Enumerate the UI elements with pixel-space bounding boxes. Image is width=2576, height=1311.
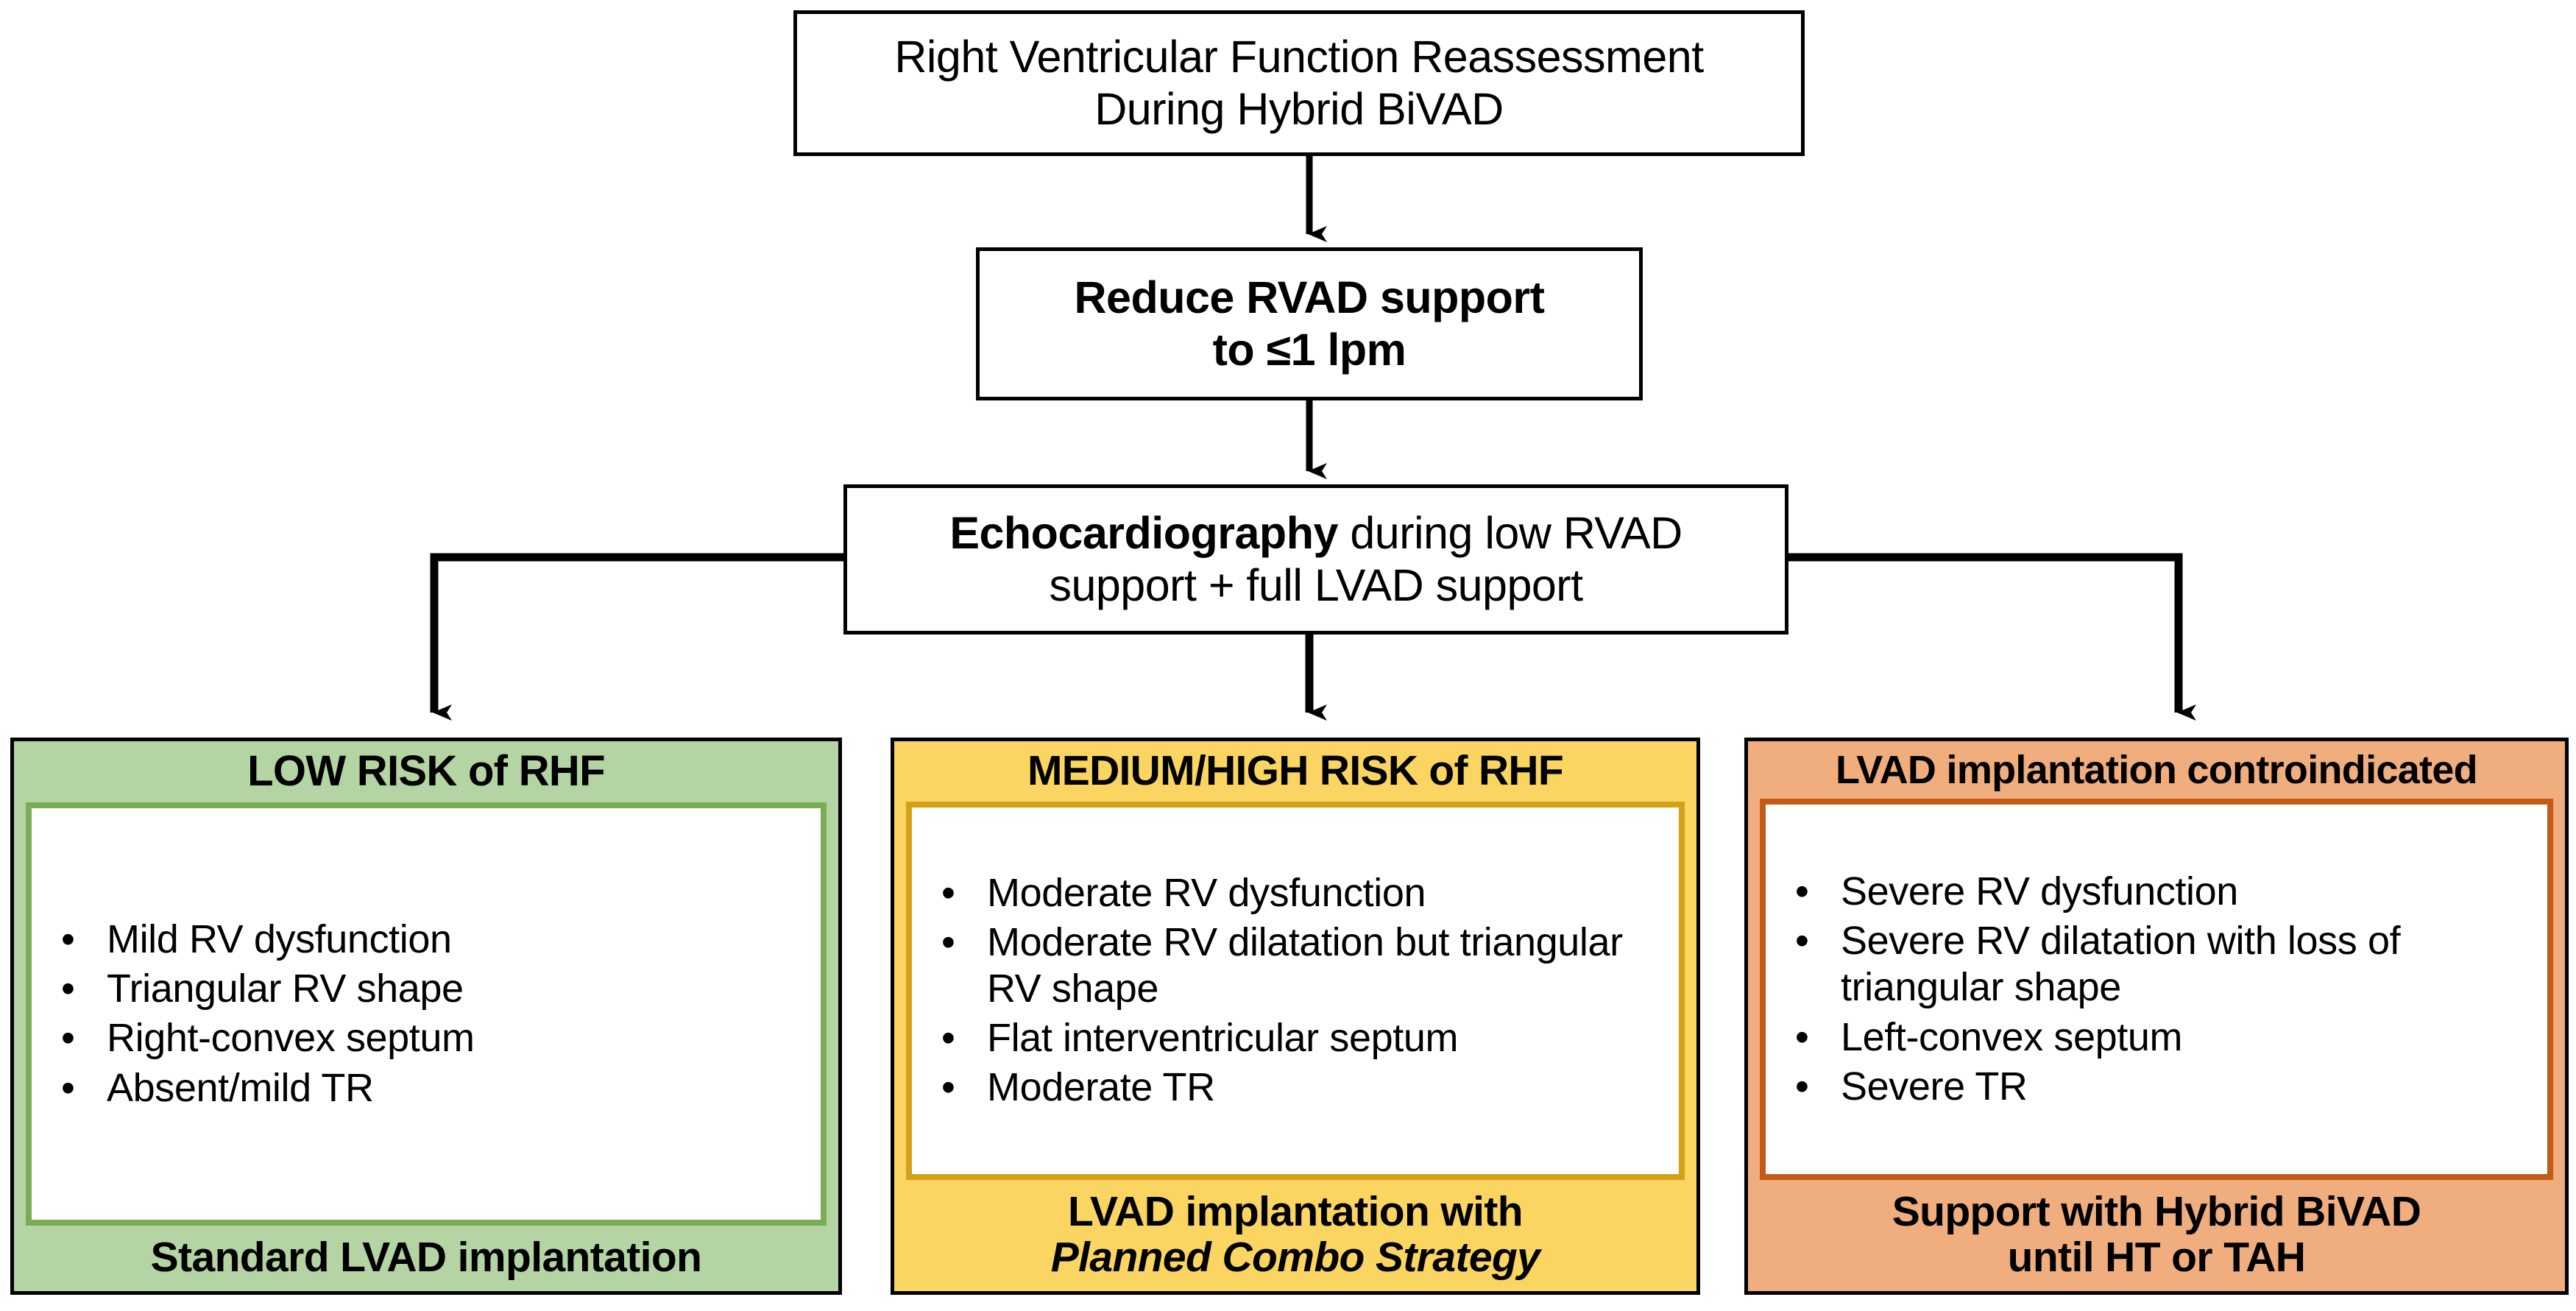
node-reduce-rvad-line2: to ≤1 lpm [1212, 325, 1406, 375]
outcome-medium-high-risk-footer-italic: Planned Combo Strategy [1050, 1234, 1540, 1282]
bullet-icon: • [1795, 1014, 1809, 1059]
criterion-text: Mild RV dysfunction [107, 917, 452, 962]
list-item: • Mild RV dysfunction [39, 916, 813, 963]
node-echocardiography-emphasis: Echocardiography [949, 508, 1338, 559]
list-item: • Flat interventricular septum [919, 1015, 1671, 1061]
outcome-medium-high-risk-title: MEDIUM/HIGH RISK of RHF [1027, 747, 1564, 794]
node-rv-reassessment-line1: Right Ventricular Function Reassessment [894, 32, 1704, 82]
bullet-icon: • [61, 1016, 75, 1061]
node-reduce-rvad-support-text: Reduce RVAD support to ≤1 lpm [1061, 272, 1558, 376]
node-reduce-rvad-line1: Reduce RVAD support [1074, 272, 1545, 323]
list-item: • Triangular RV shape [39, 966, 813, 1012]
criterion-text: Moderate RV dilatation but triangular RV… [987, 919, 1623, 1011]
list-item: • Severe TR [1773, 1064, 2540, 1110]
node-reduce-rvad-support[interactable]: Reduce RVAD support to ≤1 lpm [976, 247, 1643, 400]
bullet-icon: • [941, 870, 955, 915]
criterion-text: Triangular RV shape [107, 967, 464, 1011]
criterion-text: Severe RV dysfunction [1841, 869, 2238, 914]
list-item: • Right-convex septum [39, 1015, 813, 1061]
list-item: • Left-convex septum [1773, 1014, 2540, 1061]
bullet-icon: • [1795, 919, 1809, 964]
list-item: • Absent/mild TR [39, 1065, 813, 1112]
outcome-low-risk[interactable]: LOW RISK of RHF • Mild RV dysfunction • … [10, 738, 842, 1295]
node-echocardiography-text: Echocardiography during low RVAD support… [936, 507, 1695, 612]
outcome-contraindicated[interactable]: LVAD implantation controindicated • Seve… [1744, 738, 2569, 1295]
bullet-icon: • [61, 967, 75, 1011]
criterion-text: Right-convex septum [107, 1016, 475, 1061]
criterion-text: Moderate TR [987, 1065, 1215, 1110]
criterion-text: Flat interventricular septum [987, 1016, 1459, 1061]
node-rv-reassessment[interactable]: Right Ventricular Function Reassessment … [793, 10, 1805, 156]
list-item: • Moderate RV dysfunction [919, 870, 1671, 916]
node-rv-reassessment-text: Right Ventricular Function Reassessment … [881, 31, 1716, 135]
list-item: • Severe RV dysfunction [1773, 869, 2540, 915]
node-echocardiography-line2: support + full LVAD support [1049, 560, 1583, 610]
outcome-medium-high-risk-criteria-list: • Moderate RV dysfunction • Moderate RV … [919, 870, 1671, 1112]
node-echocardiography-line1-rest: during low RVAD [1337, 508, 1682, 559]
criterion-text: Severe TR [1841, 1064, 2028, 1109]
outcome-low-risk-criteria-panel: • Mild RV dysfunction • Triangular RV sh… [26, 802, 827, 1226]
outcome-low-risk-criteria-list: • Mild RV dysfunction • Triangular RV sh… [39, 916, 813, 1112]
outcome-contraindicated-footer: Support with Hybrid BiVAD until HT or TA… [1760, 1187, 2553, 1282]
bullet-icon: • [61, 1065, 75, 1110]
bullet-icon: • [941, 1065, 955, 1110]
list-item: • Severe RV dilatation with loss of tria… [1773, 918, 2540, 1011]
outcome-contraindicated-footer-text: Support with Hybrid BiVAD [1892, 1187, 2421, 1235]
outcome-contraindicated-title: LVAD implantation controindicated [1836, 748, 2478, 792]
list-item: • Moderate TR [919, 1064, 1671, 1111]
arrow-echo-to-contraindicated [1788, 553, 2196, 721]
outcome-low-risk-title: LOW RISK of RHF [247, 747, 605, 795]
list-item: • Moderate RV dilatation but triangular … [919, 919, 1671, 1012]
criterion-text: Left-convex septum [1841, 1014, 2183, 1059]
bullet-icon: • [941, 1016, 955, 1061]
outcome-low-risk-footer: Standard LVAD implantation [26, 1234, 827, 1281]
criterion-text: Severe RV dilatation with loss of triang… [1841, 919, 2401, 1010]
outcome-low-risk-footer-text: Standard LVAD implantation [150, 1234, 702, 1282]
outcome-contraindicated-criteria-panel: • Severe RV dysfunction • Severe RV dila… [1760, 799, 2553, 1180]
bullet-icon: • [61, 917, 75, 962]
outcome-medium-high-risk[interactable]: MEDIUM/HIGH RISK of RHF • Moderate RV dy… [891, 738, 1700, 1295]
criterion-text: Moderate RV dysfunction [987, 870, 1426, 915]
bullet-icon: • [1795, 1064, 1809, 1109]
node-echocardiography[interactable]: Echocardiography during low RVAD support… [843, 484, 1788, 635]
bullet-icon: • [1795, 869, 1809, 914]
outcome-medium-high-risk-footer: LVAD implantation with Planned Combo Str… [906, 1187, 1685, 1282]
criterion-text: Absent/mild TR [107, 1065, 374, 1110]
outcome-medium-high-risk-criteria-panel: • Moderate RV dysfunction • Moderate RV … [906, 801, 1685, 1180]
node-rv-reassessment-line2: During Hybrid BiVAD [1094, 84, 1504, 134]
outcome-medium-high-risk-footer-text: LVAD implantation with [1068, 1187, 1524, 1235]
bullet-icon: • [941, 919, 955, 964]
outcome-contraindicated-footer-line2: until HT or TAH [2007, 1234, 2306, 1282]
outcome-contraindicated-criteria-list: • Severe RV dysfunction • Severe RV dila… [1773, 869, 2540, 1110]
arrow-echo-to-low-risk [430, 553, 843, 721]
